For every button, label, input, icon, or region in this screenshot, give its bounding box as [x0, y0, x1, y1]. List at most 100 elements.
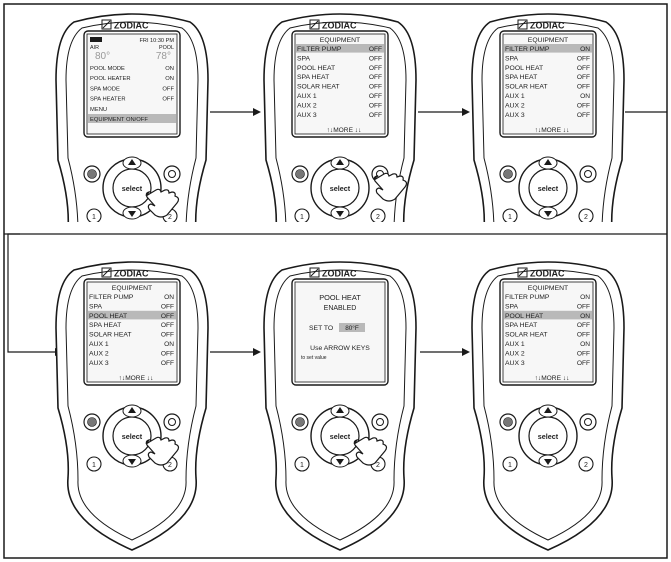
equipment-row-label: POOL HEAT: [505, 313, 543, 320]
power-icon: [376, 418, 384, 426]
equipment-row-value: OFF: [577, 322, 590, 329]
power-icon: [168, 170, 176, 178]
screen-footer: ↑↓MORE ↓↓: [119, 375, 154, 382]
down-arrow-icon: [336, 459, 344, 465]
button-1-label: 1: [300, 462, 304, 469]
home-row-value: ON: [165, 76, 174, 82]
set-to-label: SET TO: [309, 325, 333, 332]
air-label: AIR: [90, 45, 99, 51]
pointing-hand-icon: [145, 188, 180, 218]
screen-bezel: [83, 30, 181, 138]
flow-connectors: [4, 111, 667, 353]
button-1: [294, 456, 310, 472]
equipment-row-value: OFF: [161, 332, 174, 339]
message-hint: Use ARROW KEYS: [310, 345, 370, 352]
screen-header: EQUIPMENT: [320, 37, 360, 44]
remote-case-inner: [273, 269, 407, 541]
connector-in-4: [7, 233, 55, 353]
button-2-label: 2: [168, 462, 172, 469]
battery-icon: [90, 37, 102, 42]
equipment-row-label: SPA HEAT: [505, 74, 537, 81]
equipment-row-value: OFF: [577, 303, 590, 310]
power-button: [163, 413, 181, 431]
power-button: [163, 165, 181, 183]
home-row-value: ON: [165, 66, 174, 72]
button-2-label: 2: [584, 214, 588, 221]
equipment-row-label: FILTER PUMP: [297, 46, 342, 53]
brand-logo: ZODIAC: [101, 267, 149, 279]
pointing-hand-icon: [353, 436, 388, 466]
brand-name: ZODIAC: [322, 269, 357, 279]
up-arrow-icon: [336, 159, 344, 165]
set-value-highlight: [339, 323, 365, 332]
equipment-row-label: FILTER PUMP: [89, 294, 134, 301]
row-highlight: [88, 114, 176, 123]
brand-name: ZODIAC: [530, 21, 565, 31]
screen-footer: ↑↓MORE ↓↓: [327, 127, 362, 134]
down-arrow-icon: [544, 459, 552, 465]
screen-header: EQUIPMENT: [528, 285, 568, 292]
screen-bezel: [499, 30, 597, 138]
equipment-row-label: SPA: [505, 55, 519, 62]
arrowhead-1: [253, 108, 261, 116]
row-highlight: [504, 310, 592, 320]
power-icon: [168, 418, 176, 426]
equipment-row-label: AUX 1: [89, 341, 109, 348]
home-row-label: EQUIPMENT ON/OFF: [90, 117, 148, 123]
row-highlight: [88, 310, 176, 320]
message-hint-2: to set value: [301, 355, 327, 361]
remote-case-inner: [273, 21, 407, 222]
brand-name: ZODIAC: [114, 269, 149, 279]
logo-mark-slash: [518, 20, 527, 29]
screen-footer: ↑↓MORE ↓↓: [535, 127, 570, 134]
equipment-row-value: ON: [580, 93, 590, 100]
screen-bezel: [499, 278, 597, 386]
screen: [86, 281, 178, 383]
arrowhead-5: [462, 348, 470, 356]
button-2: [578, 208, 594, 222]
up-arrow-icon: [544, 407, 552, 413]
brand-logo: ZODIAC: [309, 267, 357, 279]
button-2-label: 2: [584, 462, 588, 469]
equipment-row-label: POOL HEAT: [297, 65, 335, 72]
button-1: [86, 208, 102, 222]
down-arrow-icon: [544, 211, 552, 217]
logo-mark-icon: [309, 19, 320, 30]
equipment-row-label: SPA HEAT: [505, 322, 537, 329]
equipment-row-label: SPA HEAT: [297, 74, 329, 81]
equipment-row-value: ON: [580, 313, 590, 320]
equipment-row-label: SPA: [505, 303, 519, 310]
screen-bezel: [291, 30, 389, 138]
brand-name: ZODIAC: [530, 269, 565, 279]
down-arrow-icon: [128, 211, 136, 217]
logo-mark-icon: [101, 267, 112, 278]
logo-mark-icon: [101, 19, 112, 30]
button-1: [502, 208, 518, 222]
menu-button-icon: [503, 417, 513, 427]
home-row-value: OFF: [162, 86, 174, 92]
air-temp: 80°: [95, 51, 110, 62]
status-date: FRI 10:30 PM: [139, 38, 174, 44]
brand-name: ZODIAC: [114, 21, 149, 31]
equipment-row-value: OFF: [577, 350, 590, 357]
screen-header: EQUIPMENT: [112, 285, 152, 292]
menu-button-icon: [87, 169, 97, 179]
pool-temp: 78°: [156, 51, 171, 62]
row-highlight: [296, 44, 384, 53]
pointing-hand-icon: [145, 436, 180, 466]
equipment-row-label: AUX 1: [505, 341, 525, 348]
home-row-label: POOL HEATER: [90, 76, 131, 82]
logo-mark-slash: [102, 268, 111, 277]
equipment-row-value: OFF: [577, 360, 590, 367]
up-arrow-icon: [544, 159, 552, 165]
equipment-row-value: OFF: [577, 102, 590, 109]
equipment-row-label: AUX 2: [505, 102, 525, 109]
button-2-label: 2: [168, 214, 172, 221]
down-arrow-icon: [128, 459, 136, 465]
